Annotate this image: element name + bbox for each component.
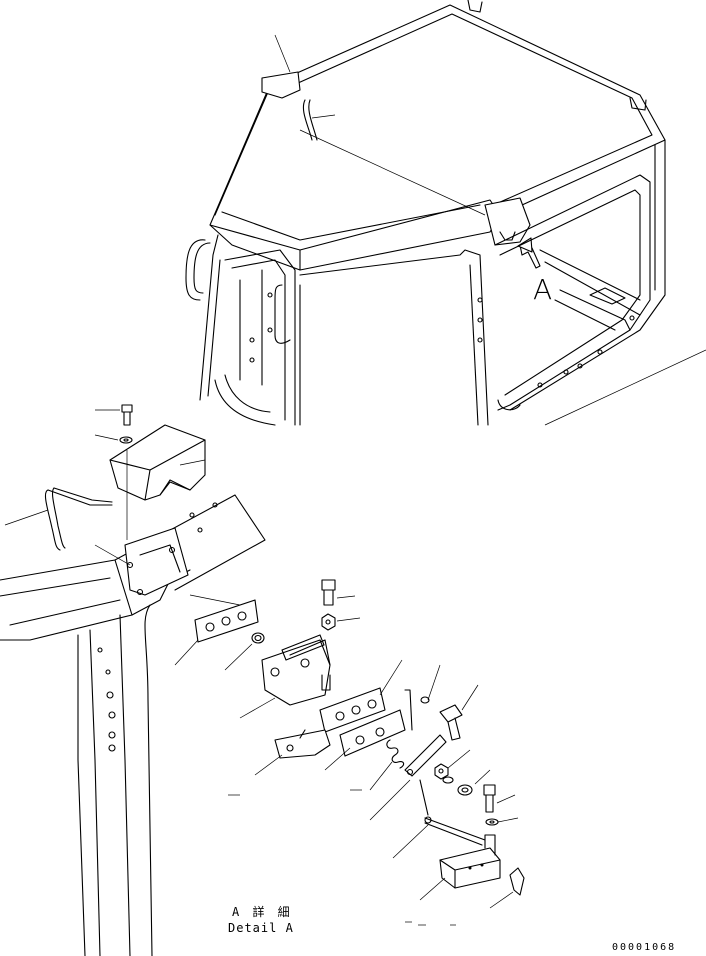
- detail-title-japanese: A 詳 細: [232, 905, 293, 919]
- cab-overview: [186, 0, 706, 425]
- view-a-label: A: [533, 273, 553, 306]
- drawing-number: 00001068: [612, 942, 677, 953]
- detail-a-exploded-view: [0, 405, 524, 956]
- detail-subtitle: Detail A: [228, 921, 294, 935]
